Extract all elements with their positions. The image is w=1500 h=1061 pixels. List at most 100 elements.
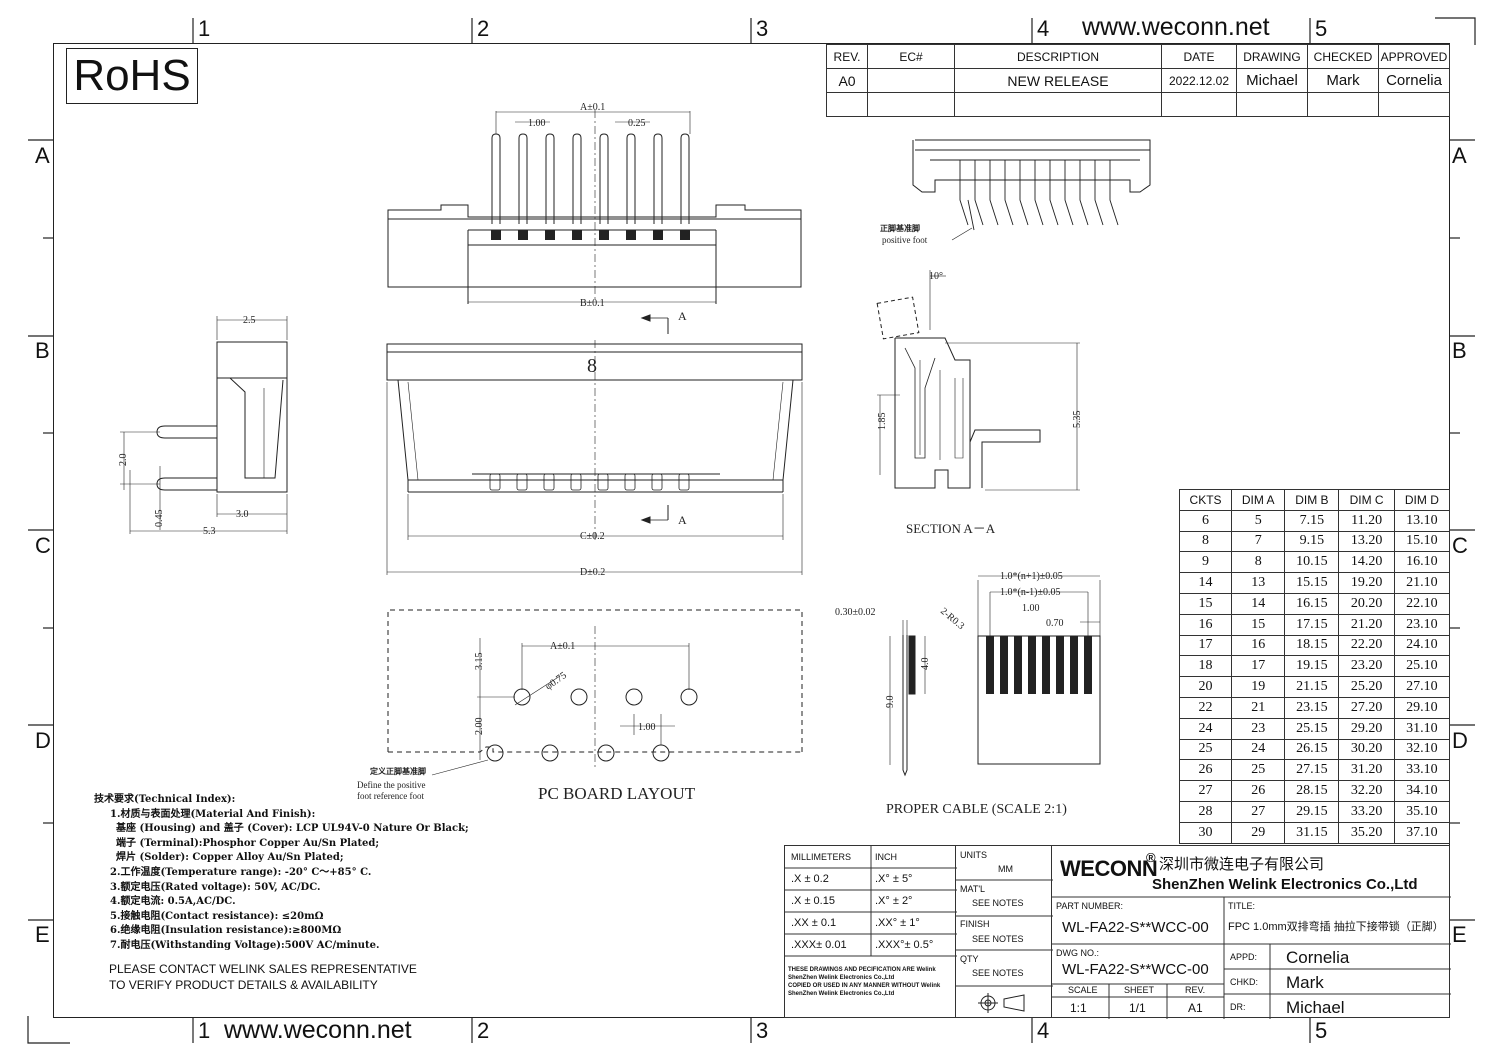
label-pcb-dim-a: A±0.1	[550, 641, 575, 652]
cell: 19.20	[1338, 572, 1395, 594]
cell: 8	[1178, 530, 1233, 553]
part-number-value: WL-FA22-S**WCC-00	[1062, 919, 1209, 936]
zone-row-b: B	[35, 338, 50, 363]
zone-col-3: 3	[756, 16, 769, 41]
cell: 23.10	[1393, 613, 1451, 636]
cell: 35.10	[1393, 800, 1451, 823]
label-cable-thickness: 0.30±0.02	[835, 607, 876, 618]
cell: 29.15	[1284, 800, 1340, 823]
revision-table: REV. EC# DESCRIPTION DATE DRAWING CHECKE…	[826, 44, 1450, 117]
qty-value: SEE NOTES	[972, 968, 1024, 978]
label-dim-b: B±0.1	[580, 298, 605, 309]
units-label: UNITS	[960, 850, 987, 860]
label-pcb-diameter: φ0.75	[543, 670, 568, 692]
description-value: NEW RELEASE	[954, 68, 1162, 93]
qty-label: QTY	[960, 954, 979, 964]
cell: 22.20	[1338, 634, 1395, 657]
dim-d-header: DIM D	[1393, 489, 1451, 511]
label-cable-conductor: 0.70	[1046, 618, 1064, 629]
projection-symbol-icon	[978, 993, 1025, 1013]
zone-row-b-right: B	[1452, 338, 1467, 363]
cell: 17	[1231, 655, 1286, 678]
cell: 26.15	[1284, 738, 1340, 761]
cell: 28	[1178, 800, 1233, 823]
tol-inch-value: .X° ± 2°	[875, 895, 913, 907]
cell: 8	[1231, 551, 1286, 574]
cell: 21.20	[1338, 613, 1395, 636]
label-section-h2: 5.35	[1072, 411, 1083, 429]
label-dim-a-top: A±0.1	[580, 102, 605, 113]
cell: 20	[1178, 676, 1233, 698]
sheet-value: 1/1	[1129, 1001, 1146, 1015]
zone-col-3-bottom: 3	[756, 1018, 769, 1043]
zone-row-d: D	[35, 728, 51, 753]
website-link-bottom[interactable]: www.weconn.net	[224, 1016, 412, 1044]
label-pcb-foot-en1: Define the positive	[357, 780, 425, 790]
cell: 14	[1178, 572, 1233, 594]
cell: 25.20	[1338, 676, 1395, 698]
side-view	[120, 316, 288, 534]
cell: 26	[1178, 759, 1233, 782]
zone-col-2: 2	[477, 16, 490, 41]
cell: 20.20	[1338, 592, 1395, 615]
cell: 13.20	[1338, 530, 1395, 553]
note-line: 5.接触电阻(Contact resistance): ≤20mΩ	[110, 910, 324, 922]
cell: 14	[1231, 592, 1286, 615]
cell: 21.10	[1393, 572, 1451, 594]
label-dim-d: D±0.2	[580, 567, 605, 578]
disclaimer-line: COPIED OR USED IN ANY MANNER WITHOUT Wel…	[788, 983, 941, 989]
drawing-frame	[53, 43, 1450, 1018]
zone-row-e: E	[35, 922, 50, 947]
tol-inch-value: .XX° ± 1°	[875, 917, 920, 929]
cell: 24	[1231, 738, 1286, 761]
cell: 18.15	[1284, 634, 1340, 657]
finish-label: FINISH	[960, 919, 990, 929]
label-cable-w1: 1.0*(n+1)±0.05	[1000, 571, 1063, 582]
rev-value: A1	[1188, 1001, 1203, 1015]
disclaimer: THESE DRAWINGS AND PECIFICATION ARE Weli…	[788, 966, 940, 998]
disclaimer-line: THESE DRAWINGS AND PECIFICATION ARE Weli…	[788, 967, 936, 973]
website-link-top[interactable]: www.weconn.net	[1082, 13, 1270, 41]
cell: 25.15	[1284, 717, 1340, 740]
technical-notes: 技术要求(Technical Index): 1.材质与表面处理(Materia…	[94, 793, 469, 954]
note-line: 2.工作温度(Temperature range): -20° C～+85° C…	[110, 866, 372, 878]
cell: 32.20	[1338, 780, 1395, 802]
zone-col-1-bottom: 1	[198, 1018, 211, 1043]
cell: 15.10	[1393, 530, 1451, 553]
section-view	[876, 270, 1080, 491]
label-side-height: 2.0	[118, 454, 129, 467]
cell: 16	[1231, 634, 1286, 657]
cell: 33.20	[1338, 800, 1395, 823]
cell: 27.20	[1338, 696, 1395, 719]
tol-mm-value: .XX ± 0.1	[791, 917, 837, 929]
disclaimer-line: ShenZhen Welink Electronics Co.,Ltd	[788, 991, 895, 997]
material-block: UNITS MM MAT'L SEE NOTES FINISH SEE NOTE…	[955, 845, 1053, 1018]
cell: 22.10	[1393, 592, 1451, 615]
contact-notice: PLEASE CONTACT WELINK SALES REPRESENTATI…	[109, 961, 417, 993]
cell: 29.10	[1393, 696, 1451, 719]
cell: 31.20	[1338, 759, 1395, 782]
title-value: FPC 1.0mm双排弯插 抽拉下接带锁（正脚）	[1228, 921, 1444, 933]
approved-value: Cornelia	[1378, 68, 1450, 93]
tol-mm-header: MILLIMETERS	[791, 852, 852, 862]
cable-title: PROPER CABLE (SCALE 2:1)	[886, 802, 1067, 817]
drawing-header: DRAWING	[1236, 44, 1308, 69]
dim-b-header: DIM B	[1284, 489, 1340, 511]
ckts-header: CKTS	[1178, 489, 1233, 511]
cell: 23.15	[1284, 696, 1340, 719]
tol-mm-value: .X ± 0.2	[791, 873, 829, 885]
note-line: 焊片 (Solder): Copper Alloy Au/Sn Plated;	[116, 852, 344, 864]
cell: 24	[1178, 717, 1233, 740]
cell: 9.15	[1284, 530, 1340, 553]
label-section-marker-bottom: A	[678, 513, 687, 527]
cell: 21.15	[1284, 676, 1340, 698]
dr-label: DR:	[1230, 1002, 1246, 1012]
cell: 24.10	[1393, 634, 1451, 657]
